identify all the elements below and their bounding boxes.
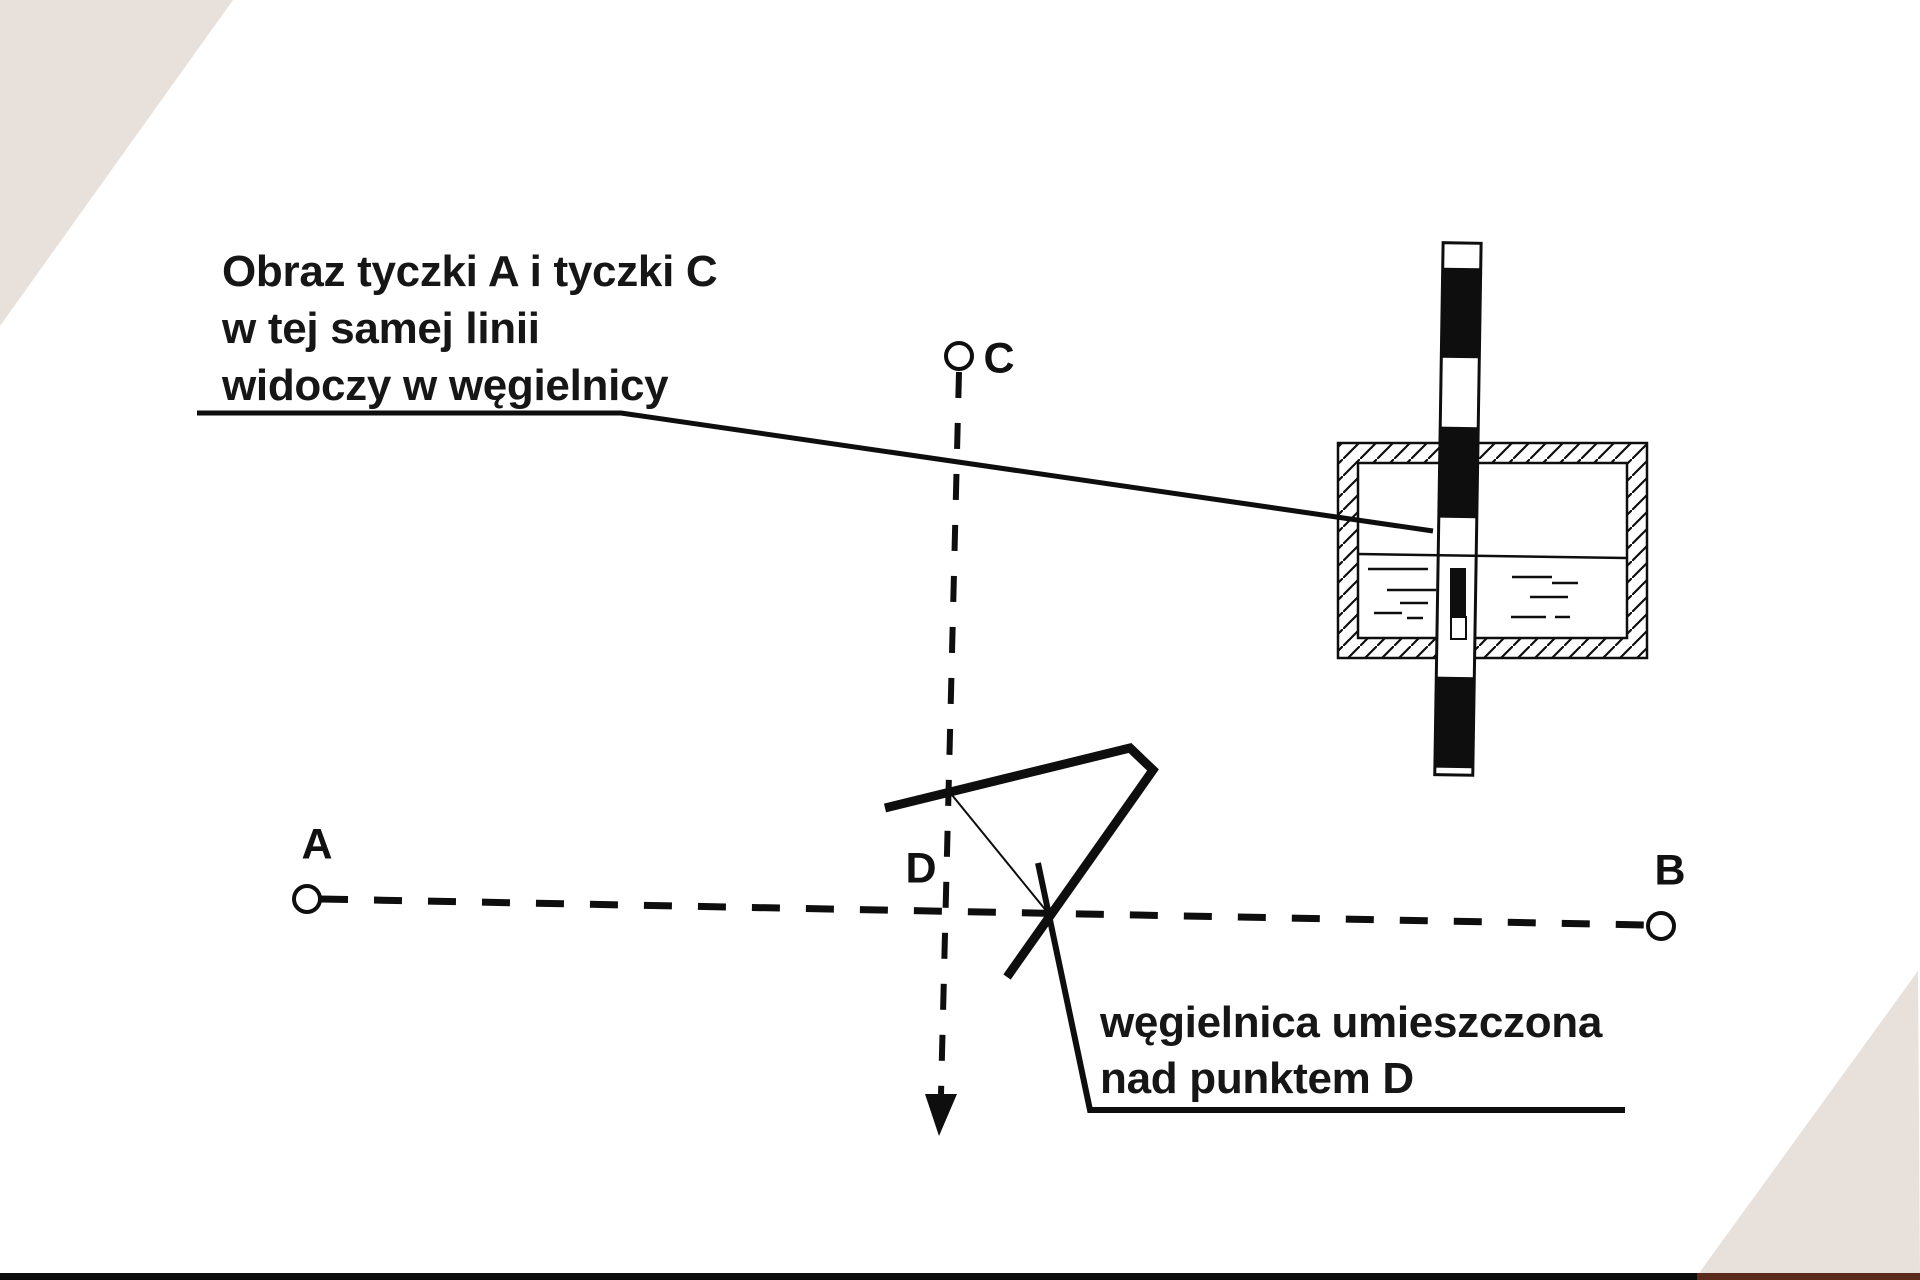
point-a-marker — [292, 884, 322, 914]
top-note-line-3: widoczy w węgielnicy — [222, 361, 669, 410]
bottom-note-line-2: nad punktem D — [1100, 1054, 1414, 1103]
survey-rod — [1433, 241, 1483, 777]
corner-triangle-bottom-right — [1694, 971, 1920, 1280]
point-b-marker — [1646, 911, 1676, 941]
point-label-a: A — [301, 820, 333, 869]
point-label-c: C — [983, 334, 1015, 383]
viewer-sketch-lines — [1368, 567, 1578, 620]
corner-triangle-top-left — [0, 0, 233, 326]
reflected-rod-image — [1450, 568, 1467, 640]
wegielnica-symbol — [883, 743, 1159, 980]
point-c-marker — [944, 341, 974, 371]
line-CD-dashed — [938, 371, 962, 1095]
sight-line-thin — [951, 794, 1049, 914]
leader-line-bottom-note — [1035, 862, 1625, 1113]
viewer-horizon-line — [1357, 552, 1627, 560]
top-note-line-2: w tej samej linii — [222, 304, 540, 353]
top-note: Obraz tyczki A i tyczki C w tej samej li… — [222, 243, 718, 414]
top-note-line-1: Obraz tyczki A i tyczki C — [222, 247, 718, 296]
bottom-note: węgielnica umieszczona nad punktem D — [1100, 995, 1602, 1107]
bottom-note-line-1: węgielnica umieszczona — [1100, 998, 1603, 1047]
wegielnica-viewer-box — [1336, 441, 1649, 660]
down-arrowhead-icon — [925, 1094, 957, 1136]
bottom-bar — [0, 1273, 1920, 1280]
line-AB-dashed — [319, 895, 1646, 929]
leader-line-top-note — [197, 410, 1434, 534]
point-label-b: B — [1654, 846, 1686, 895]
point-label-d: D — [905, 844, 937, 893]
bottom-bar-accent — [1697, 1273, 1920, 1280]
